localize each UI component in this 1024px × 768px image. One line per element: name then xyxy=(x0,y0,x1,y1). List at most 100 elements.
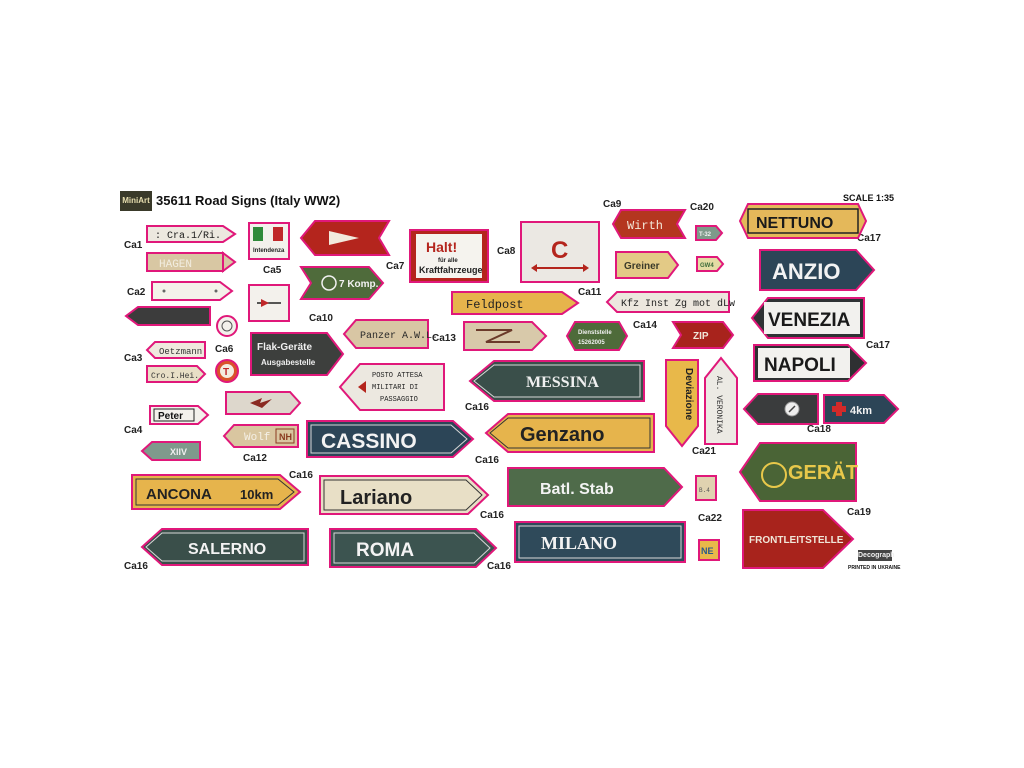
sign-halt: Halt! für alle Kraftfahrzeuge xyxy=(408,228,490,284)
sign-eagle xyxy=(224,390,302,416)
svg-text:Feldpost: Feldpost xyxy=(466,298,524,312)
sheet-title: 35611 Road Signs (Italy WW2) xyxy=(156,193,341,208)
sign-cra: : Cra.1/Ri. xyxy=(145,224,237,244)
sign-nettuno: NETTUNO xyxy=(738,202,868,240)
sign-venezia: VENEZIA xyxy=(750,296,866,340)
svg-text:ZIP: ZIP xyxy=(693,331,709,342)
svg-text:SALERNO: SALERNO xyxy=(188,541,266,558)
svg-text:Genzano: Genzano xyxy=(520,424,604,446)
sign-cassino: CASSINO xyxy=(305,419,475,459)
svg-text:Kraftfahrzeuge: Kraftfahrzeuge xyxy=(419,265,483,275)
svg-text:XIIV: XIIV xyxy=(170,447,187,457)
svg-text:Flak-Geräte: Flak-Geräte xyxy=(257,342,312,353)
label-ca2: Ca2 xyxy=(127,287,146,298)
svg-text:Peter: Peter xyxy=(158,411,183,422)
label-ca5: Ca5 xyxy=(263,265,282,276)
sign-messina: MESSINA xyxy=(468,359,646,403)
svg-text:VENEZIA: VENEZIA xyxy=(768,310,851,331)
sign-ca18-dark xyxy=(742,392,820,426)
label-ca16-c: Ca16 xyxy=(289,470,313,481)
label-ca3: Ca3 xyxy=(124,353,143,364)
svg-text:Deviazione: Deviazione xyxy=(683,368,694,421)
label-ca16-e: Ca16 xyxy=(124,561,148,572)
sign-b4: B.4 xyxy=(694,474,718,502)
miniart-logo: MiniArt xyxy=(120,191,152,211)
label-ca17-b: Ca17 xyxy=(866,340,890,351)
svg-text:NETTUNO: NETTUNO xyxy=(756,215,833,232)
label-ca16-f: Ca16 xyxy=(487,561,511,572)
label-ca4: Ca4 xyxy=(124,425,143,436)
svg-text:C: C xyxy=(551,237,568,264)
label-ca11: Ca11 xyxy=(578,287,602,298)
sign-feldpost: Feldpost xyxy=(450,290,580,316)
svg-text:ROMA: ROMA xyxy=(356,540,414,561)
svg-text:Oetzmann: Oetzmann xyxy=(159,347,202,357)
sign-gw4: GW4 xyxy=(695,255,725,273)
sign-zip: ZIP xyxy=(671,320,735,350)
svg-text:CASSINO: CASSINO xyxy=(321,430,417,453)
svg-text:Kfz Inst Zg mot dLw: Kfz Inst Zg mot dLw xyxy=(621,298,735,310)
svg-text:FRONTLEITSTELLE: FRONTLEITSTELLE xyxy=(749,535,844,546)
label-ca14: Ca14 xyxy=(633,320,657,331)
sign-frontleitstelle: FRONTLEITSTELLE xyxy=(741,508,855,570)
sign-circle-white xyxy=(215,314,239,338)
svg-text:NH: NH xyxy=(279,432,292,442)
svg-text:ANZIO: ANZIO xyxy=(772,259,840,284)
svg-text:MILANO: MILANO xyxy=(541,533,617,553)
sign-genzano: Genzano xyxy=(484,412,656,454)
svg-text:Wirth: Wirth xyxy=(627,219,663,233)
svg-text:Wolf: Wolf xyxy=(244,432,270,444)
svg-text:15262005: 15262005 xyxy=(578,340,605,346)
sign-greiner: Greiner xyxy=(614,250,680,280)
sign-kfz: Kfz Inst Zg mot dLw xyxy=(605,290,735,314)
sign-salerno: SALERNO xyxy=(140,527,310,567)
label-ca19: Ca19 xyxy=(847,507,871,518)
label-ca17-a: Ca17 xyxy=(857,233,881,244)
sign-milano: MILANO xyxy=(513,520,687,564)
svg-text:HAGEN: HAGEN xyxy=(159,259,192,271)
sign-napoli: NAPOLI xyxy=(752,343,868,383)
svg-text:für alle: für alle xyxy=(438,258,458,264)
sign-wirth: Wirth xyxy=(611,208,687,240)
sign-intendenza: Intendenza xyxy=(247,221,291,261)
svg-text:MESSINA: MESSINA xyxy=(526,374,599,391)
label-ca16-d: Ca16 xyxy=(480,510,504,521)
label-ca22: Ca22 xyxy=(698,513,722,524)
svg-text:7 Komp.: 7 Komp. xyxy=(339,279,379,290)
svg-text:AL. VERONIKA: AL. VERONIKA xyxy=(714,376,723,434)
sign-panzer: Panzer A.W.L. xyxy=(342,318,438,350)
label-ca16-b: Ca16 xyxy=(475,455,499,466)
svg-text:GW4: GW4 xyxy=(700,263,714,269)
sign-box-arrow xyxy=(247,283,291,323)
sign-gerat: GERÄT xyxy=(738,441,858,503)
label-ca20: Ca20 xyxy=(690,202,714,213)
sign-t32: T-32 xyxy=(694,224,724,242)
printed-label: PRINTED IN UKRAINE xyxy=(848,565,901,571)
svg-text:10km: 10km xyxy=(240,487,273,502)
svg-text:Batl. Stab: Batl. Stab xyxy=(540,481,614,498)
svg-text:Intendenza: Intendenza xyxy=(253,248,285,254)
sign-dienststelle: Dienststelle 15262005 xyxy=(565,320,629,352)
sign-cro: Cro.I.Hei. xyxy=(145,364,207,384)
svg-text:NAPOLI: NAPOLI xyxy=(764,355,836,376)
svg-text:POSTO ATTESA: POSTO ATTESA xyxy=(372,372,423,380)
label-ca1: Ca1 xyxy=(124,240,143,251)
label-ca8: Ca8 xyxy=(497,246,516,257)
label-ca12: Ca12 xyxy=(243,453,267,464)
sign-oetzmann: Oetzmann xyxy=(145,340,207,360)
sign-circle-t: T xyxy=(214,358,240,384)
sign-4km: 4km xyxy=(822,393,900,425)
svg-text:Greiner: Greiner xyxy=(624,261,660,272)
sign-veronika: AL. VERONIKA xyxy=(703,356,739,446)
svg-text:PASSAGGIO: PASSAGGIO xyxy=(380,396,418,404)
svg-text:NE: NE xyxy=(701,546,714,556)
sign-peter: Peter xyxy=(148,404,210,426)
sign-deviazione: Deviazione xyxy=(664,358,700,448)
label-ca6: Ca6 xyxy=(215,344,234,355)
scale-label: SCALE 1:35 xyxy=(843,193,895,203)
sign-batl-stab: Batl. Stab xyxy=(506,466,684,508)
sign-red-arrow xyxy=(299,219,391,257)
sign-zigzag xyxy=(462,320,548,352)
svg-text:Panzer A.W.L.: Panzer A.W.L. xyxy=(360,331,438,342)
